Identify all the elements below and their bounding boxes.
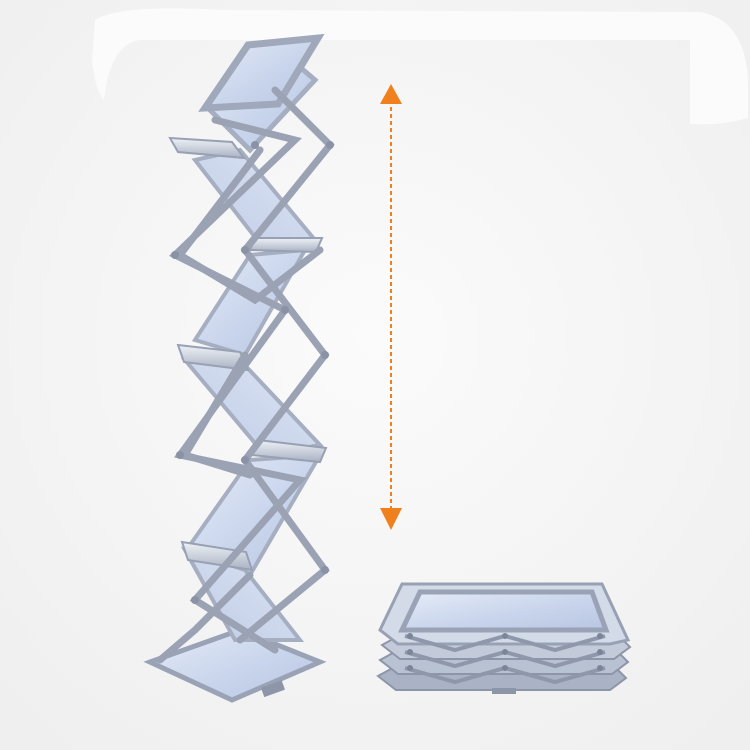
collapsed-handle: [492, 688, 516, 694]
shelf-2: [248, 237, 324, 254]
backdrop-paper: [92, 8, 748, 125]
shelf-1: [168, 136, 247, 160]
expanded-stand: [143, 33, 335, 703]
collapsed-stand: [376, 582, 632, 694]
collapsed-rivets: [407, 633, 603, 671]
shelf-3: [176, 343, 250, 372]
base-plate: [143, 627, 327, 703]
height-arrow-icon: [380, 84, 402, 530]
strut-joints: [171, 141, 334, 604]
shelf-5: [180, 540, 254, 572]
base-handle: [260, 680, 285, 698]
top-frame: [198, 33, 325, 112]
collapsed-top-frame: [398, 589, 610, 633]
